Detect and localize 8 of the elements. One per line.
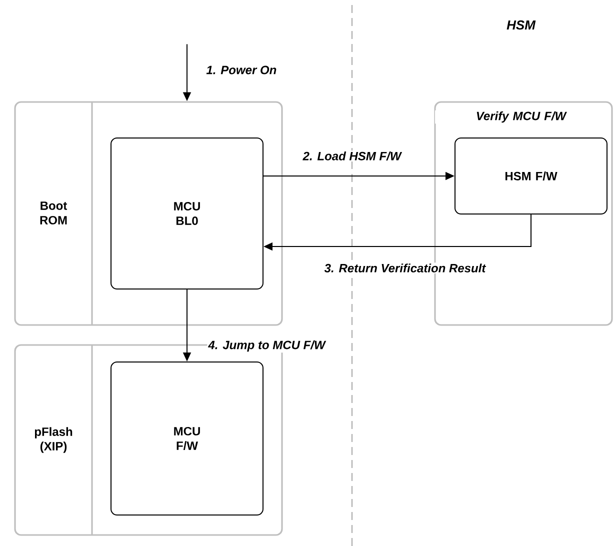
edge-label: 2. Load HSM F/W: [302, 152, 402, 160]
process-box: MCU F/W: [110, 362, 264, 516]
column-heading: HSM: [506, 20, 536, 30]
edge-label: 1. Power On: [206, 66, 276, 74]
process-box: HSM F/W: [454, 138, 608, 214]
edge-label: 4. Jump to MCU F/W: [208, 340, 326, 352]
edge-label: 3. Return Verification Result: [324, 264, 486, 272]
process-box: MCU BL0: [110, 138, 264, 290]
